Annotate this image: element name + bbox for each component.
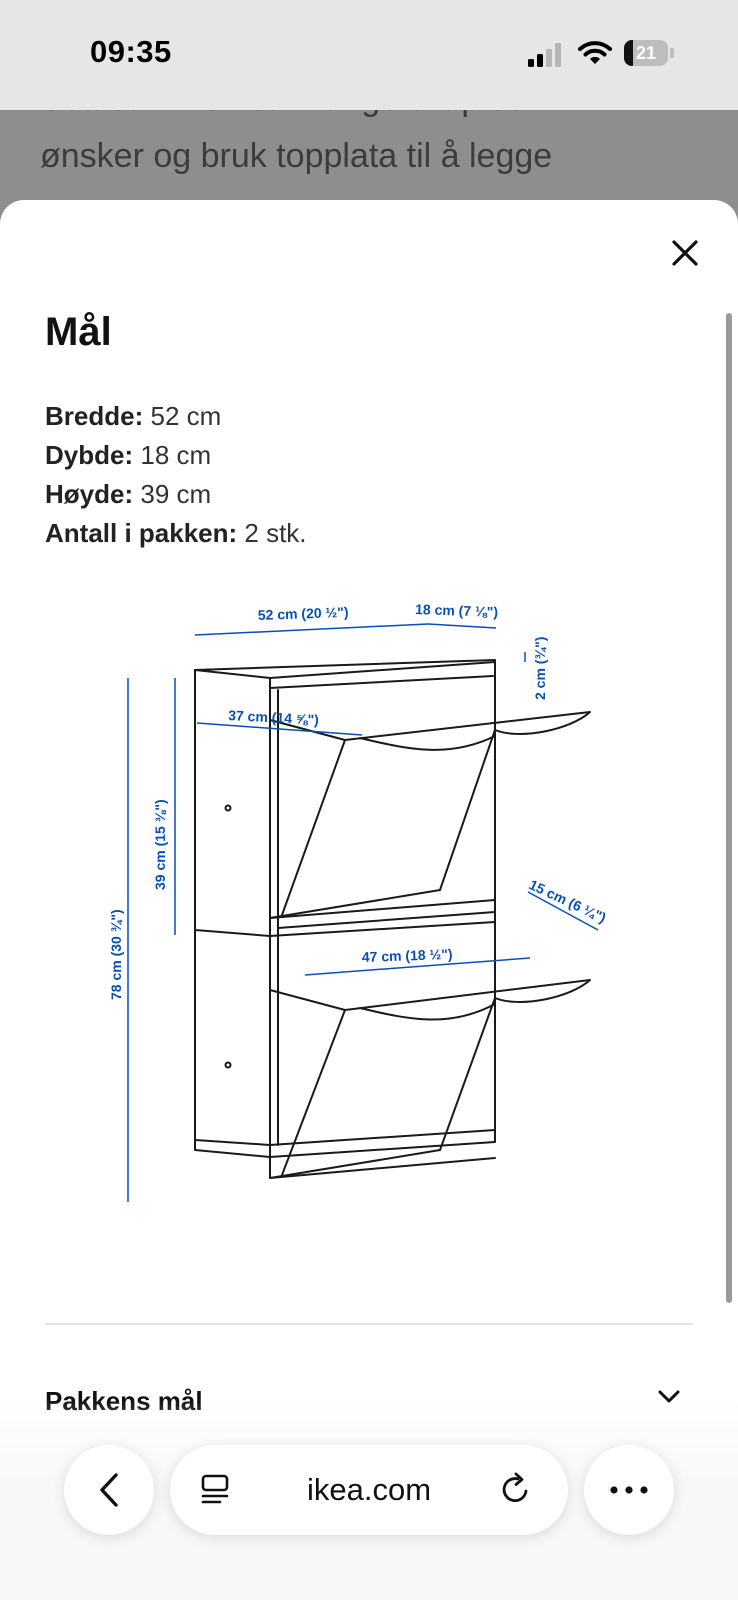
dimension-diagram: 52 cm (20 ½") 18 cm (7 ⅛") 2 cm (¾") 37 cm … [108,601,609,1202]
drawer-bottom-shelf [269,1157,496,1179]
background-text: ønsker og bruk topplata til å legge [40,137,553,175]
dimension-label: Antall i pakken: [45,518,238,548]
dimension-package-count: Antall i pakken: 2 stk. [45,514,307,553]
dimension-line-width [194,623,429,636]
dimension-label: Dybde: [45,440,134,470]
dimension-label-top-thickness: 2 cm (¾") [532,637,548,700]
back-arrow-icon [100,1473,118,1507]
back-button[interactable] [64,1445,154,1535]
dimension-label-flap-depth: 15 cm (6 ¼") [527,876,609,926]
scrollbar[interactable] [726,313,732,1303]
close-icon [672,240,698,266]
dimension-label-unit-height: 39 cm (15 ⅜") [152,799,168,890]
more-button[interactable] [584,1445,674,1535]
divider [45,1323,693,1325]
browser-toolbar: ikea.com [0,1420,738,1535]
battery-fill [624,40,634,66]
dimension-line-depth [427,623,497,629]
more-icon [610,1486,648,1494]
dimensions-list: Bredde: 52 cm Dybde: 18 cm Høyde: 39 cm … [45,397,307,553]
dimension-label-inner-depth: 37 cm (14 ⅝") [228,707,319,728]
drawer-top-flap [269,711,591,919]
dimension-label-total-height: 78 cm (30 ¾") [108,909,124,1000]
dimension-value: 39 cm [140,479,212,509]
accordion-label: Pakkens mål [45,1386,203,1416]
signal-icon [528,43,561,67]
dimension-value: 2 stk. [244,518,307,548]
background-text-cut: Sett sammen så mange skap du [40,110,528,119]
battery-icon: 21 [624,40,674,66]
dimension-label: Høyde: [45,479,134,509]
cabinet-drawing [194,659,591,1179]
dimension-label: Bredde: [45,401,144,431]
drawer-top-shelf [269,899,496,929]
dimension-label-inner-width: 47 cm (18 ½") [362,946,453,965]
status-time: 09:35 [90,34,172,69]
close-button[interactable] [665,233,705,273]
address-bar[interactable]: ikea.com [170,1445,568,1535]
dimension-value: 52 cm [150,401,222,431]
battery-level: 21 [635,43,657,63]
reload-icon[interactable] [500,1472,532,1506]
dimension-height: Høyde: 39 cm [45,475,307,514]
cabinet-outline [194,659,496,1146]
dimension-line-inner-depth [196,722,363,736]
wifi-icon [578,41,612,64]
dimension-label-width: 52 cm (20 ½") [258,604,349,623]
cabinet-side-lines [269,675,494,1146]
dimension-value: 18 cm [140,440,212,470]
cabinet-base [194,1129,496,1158]
dimensions-sheet: Mål Bredde: 52 cm Dybde: 18 cm Høyde: 39… [0,200,738,1600]
drawer-bottom-flap [269,979,591,1179]
dimension-line-inner-width [304,957,531,976]
chevron-down-icon [658,1390,680,1403]
dimension-label-depth: 18 cm (7 ⅛") [415,601,498,620]
shelf-divider [194,921,496,937]
battery-body: 21 [624,40,668,66]
battery-cap [670,48,674,58]
drawer-top-inner [281,735,496,916]
dimension-lines [127,623,599,1202]
sheet-title: Mål [45,310,112,354]
dimension-depth: Dybde: 18 cm [45,436,307,475]
status-bar: 09:35 21 [0,0,738,110]
drawer-bottom-inner [281,1003,496,1176]
dimension-line-flap-depth [527,891,599,931]
dimension-width: Bredde: 52 cm [45,397,307,436]
dimension-labels: 52 cm (20 ½") 18 cm (7 ⅛") 2 cm (¾") 37 cm … [108,601,609,1000]
